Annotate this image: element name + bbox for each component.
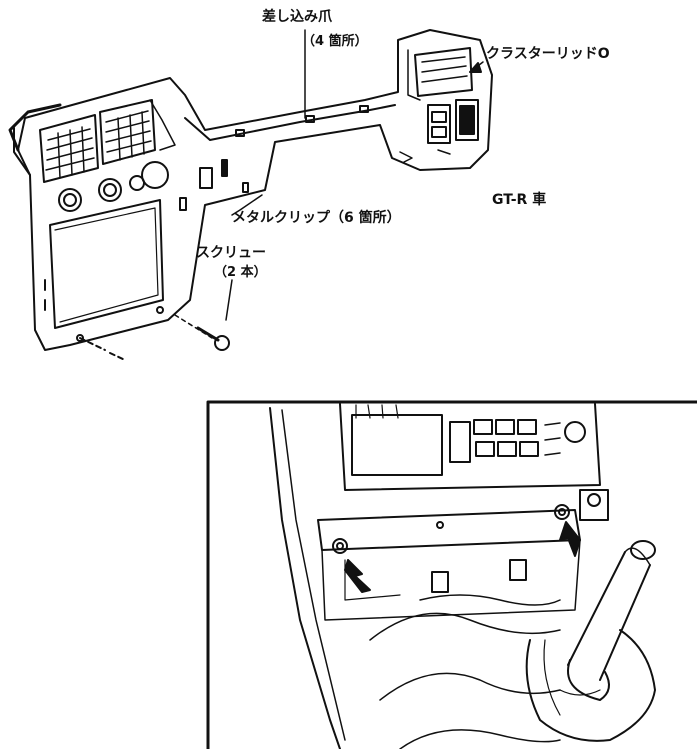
cluster-lid-panel [8, 29, 493, 361]
console-closeup [206, 400, 697, 749]
screw-count-label: （2 本） [214, 265, 267, 280]
cluster-lid-label: クラスターリッドO [486, 46, 610, 62]
screw-illustration [174, 314, 230, 351]
claw-count-label: （4 箇所） [302, 34, 368, 49]
cluster-right-pod [399, 47, 479, 163]
claw-label: 差し込み爪 [262, 9, 332, 25]
model-label: GT-R 車 [492, 192, 547, 208]
air-vent-right [99, 99, 156, 165]
screw-label: スクリュー [196, 245, 266, 261]
metal-clip-label: メタルクリップ（6 箇所） [232, 210, 401, 226]
air-vent-left [39, 114, 99, 183]
